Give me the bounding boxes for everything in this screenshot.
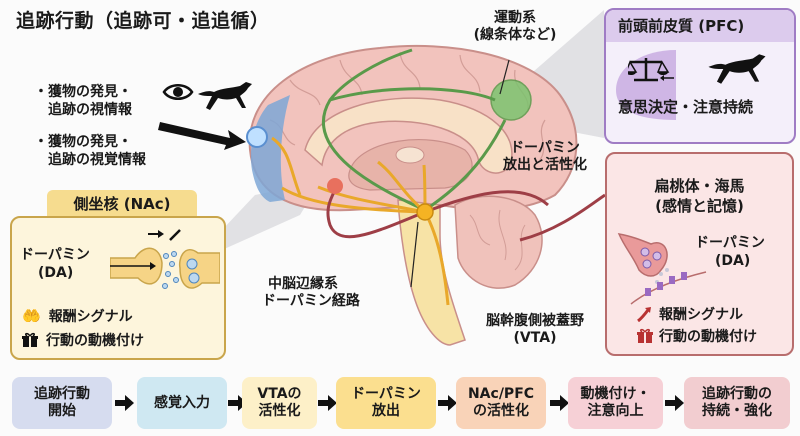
nac-item-motivation: 行動の動機付け: [22, 330, 144, 350]
visual-info-1-line2: 追跡の視情報: [48, 102, 132, 118]
frontal-region: [250, 95, 290, 202]
amygdala-title-line1: 扁桃体・海馬: [654, 177, 745, 195]
receptor-synapse-icon: [617, 233, 707, 305]
vta-label-line2: (VTA): [513, 330, 557, 346]
thalamus: [348, 139, 473, 191]
mesolimbic-pathway-label: 中脳辺縁系 ドーパミン経路: [262, 276, 392, 310]
brainstem: [397, 199, 466, 346]
amygdala-item-reward: 報酬シグナル: [637, 304, 743, 324]
flow-arrow-icon: [665, 395, 684, 411]
dopamine-release-label: ドーパミン 放出と活性化: [490, 140, 600, 174]
flow-arrow-icon: [318, 395, 337, 411]
nac-panel: ドーパミン (DA) 🤲 報酬シグナル 行動の動機付け: [10, 216, 226, 360]
flow-arrow-icon: [438, 395, 457, 411]
amygdala-item-reward-label: 報酬シグナル: [659, 307, 743, 323]
corpus-callosum: [304, 97, 513, 174]
pfc-panel: 前頭前皮質 (PFC) 意思決定・注意持続: [604, 8, 796, 144]
page-title: 追跡行動（追跡可・追追循）: [16, 10, 270, 32]
dopamine-release-line2: 放出と活性化: [503, 157, 587, 173]
amygdala-title-line2: (感情と記憶): [655, 197, 744, 215]
synapse-icon: [110, 229, 220, 289]
cerebellum: [454, 195, 543, 289]
motor-label-line2: (線条体など): [473, 27, 557, 43]
vta-node: [416, 203, 434, 221]
frontal-node: [246, 126, 268, 148]
flow-step: 追跡行動の持続・強化: [684, 377, 790, 429]
mesolimbic-line2: ドーパミン経路: [262, 293, 360, 309]
flow-step: 感覚入力: [137, 377, 227, 429]
nac-node: [327, 178, 343, 194]
pfc-caption: 意思決定・注意持続: [618, 98, 754, 116]
flow-step: 追跡行動開始: [12, 377, 112, 429]
nac-item-reward: 🤲 報酬シグナル: [22, 306, 133, 326]
gift-icon: [22, 332, 38, 347]
flow-step: VTAの活性化: [242, 377, 317, 429]
nac-dopamine-line2: (DA): [38, 265, 74, 281]
flow-arrow-icon: [115, 395, 134, 411]
running-dog-icon: [708, 54, 766, 84]
gift-icon: [637, 328, 653, 343]
pfc-header: 前頭前皮質 (PFC): [606, 10, 794, 42]
dopamine-release-line1: ドーパミン: [510, 140, 580, 156]
arrow-right-icon: [158, 122, 246, 150]
nac-tab: 側坐核 (NAc): [47, 190, 197, 218]
striatum-node: [490, 79, 532, 121]
running-dog-icon: [198, 82, 252, 110]
visual-info-1: ・獲物の発見・ 追跡の視情報: [34, 83, 132, 119]
flow-arrow-icon: [550, 395, 569, 411]
visual-info-2: ・獲物の発見・ 追跡の視覚情報: [34, 133, 146, 169]
pfc-brain-shape: [616, 50, 676, 120]
visual-info-1-line1: ・獲物の発見・: [34, 84, 132, 100]
flow-step: ドーパミン放出: [336, 377, 436, 429]
eye-icon: [162, 84, 194, 100]
amygdala-item-motivation: 行動の動機付け: [637, 326, 757, 346]
nac-dopamine-line1: ドーパミン: [20, 247, 90, 263]
visual-info-2-line1: ・獲物の発見・: [34, 134, 132, 150]
vta-label-line1: 脳幹腹側被蓋野: [486, 313, 584, 329]
vta-label: 脳幹腹側被蓋野 (VTA): [470, 313, 600, 347]
hand-reward-icon: 🤲: [22, 307, 41, 325]
mesolimbic-line1: 中脳辺縁系: [268, 276, 338, 292]
amygdala-dopamine-line2: (DA): [715, 253, 751, 269]
nac-dopamine-label: ドーパミン (DA): [20, 246, 90, 282]
amygdala-item-motivation-label: 行動の動機付け: [659, 329, 757, 345]
visual-info-2-line2: 追跡の視覚情報: [48, 152, 146, 168]
scales-icon: [628, 58, 674, 82]
amygdala-hippocampus-panel: 扁桃体・海馬 (感情と記憶) ドーパミン (DA) 報酬シグナル 行動の動機付け: [605, 152, 794, 356]
trend-up-arrow-icon: [637, 307, 651, 322]
nac-item-reward-label: 報酬シグナル: [48, 309, 133, 325]
amygdala-dopamine-label: ドーパミン (DA): [695, 234, 765, 270]
motor-label-line1: 運動系: [494, 10, 536, 26]
amygdala-title: 扁桃体・海馬 (感情と記憶): [607, 176, 792, 216]
amygdala-dopamine-line1: ドーパミン: [695, 235, 765, 251]
motor-system-label: 運動系 (線条体など): [470, 10, 560, 44]
flow-step: 動機付け・注意向上: [568, 377, 663, 429]
nac-item-motivation-label: 行動の動機付け: [46, 333, 144, 349]
